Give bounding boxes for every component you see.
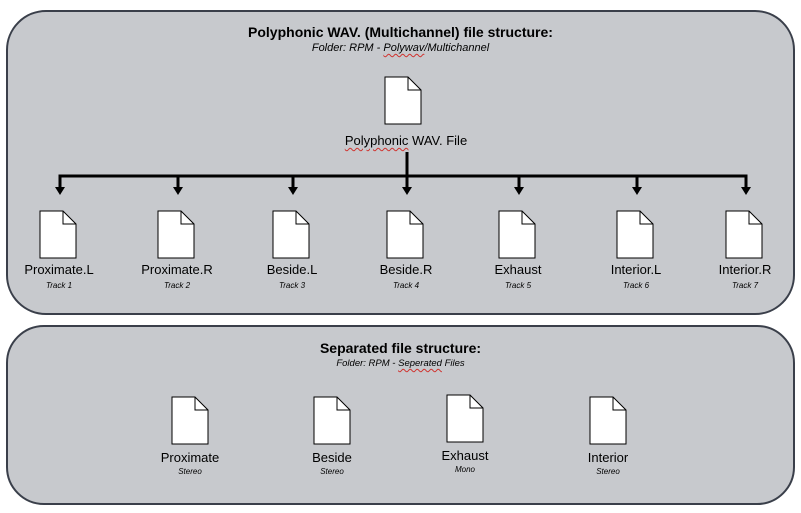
track-label: Proximate.R: [141, 262, 213, 277]
separated-file-channels: Mono: [454, 465, 476, 474]
separated-file-label: Interior: [587, 450, 629, 465]
separated-folder-name-b: Files: [441, 358, 465, 369]
separated-file-channels: Stereo: [178, 467, 202, 476]
track-label: Beside.L: [266, 262, 318, 277]
track-label: Interior.R: [718, 262, 772, 277]
separated-title: Separated file structure:: [319, 340, 482, 356]
track-label: Exhaust: [494, 262, 542, 277]
separated-file-channels: Stereo: [596, 467, 620, 476]
track-document-icon: [616, 210, 654, 259]
polyphonic-folder-name-a: Polywav: [383, 42, 425, 54]
polyphonic-folder-name-b: /Multichannel: [424, 42, 490, 54]
separated-folder-prefix: Folder: RPM -: [336, 358, 399, 369]
separated-folder-name-a: Seperated: [398, 358, 442, 369]
separated-structure-panel: Separated file structure: Folder: RPM - …: [6, 325, 795, 505]
root-file-label-b: WAV. File: [408, 133, 468, 148]
track-document-icon: [498, 210, 536, 259]
track-label: Proximate.L: [24, 262, 94, 277]
track-number: Track 3: [278, 281, 306, 290]
separated-file-label: Proximate: [160, 450, 220, 465]
track-number: Track 1: [45, 281, 73, 290]
track-document-icon: [386, 210, 424, 259]
track-document-icon: [39, 210, 77, 259]
track-number: Track 2: [163, 281, 191, 290]
root-file-label: Polyphonic WAV. File: [345, 133, 467, 148]
polyphonic-folder-prefix: Folder: RPM -: [311, 42, 384, 54]
track-document-icon: [725, 210, 763, 259]
separated-file-channels: Stereo: [320, 467, 344, 476]
separated-document-icon: [171, 396, 209, 445]
track-number: Track 7: [731, 281, 759, 290]
separated-folder-path: Folder: RPM - Seperated Files: [8, 358, 793, 369]
root-file-label-a: Polyphonic: [344, 133, 409, 148]
polyphonic-title: Polyphonic WAV. (Multichannel) file stru…: [248, 24, 553, 40]
track-document-icon: [272, 210, 310, 259]
separated-document-icon: [313, 396, 351, 445]
polyphonic-folder-path: Folder: RPM - Polywav/Multichannel: [8, 42, 793, 54]
track-number: Track 6: [622, 281, 650, 290]
track-number: Track 5: [504, 281, 532, 290]
track-label: Interior.L: [610, 262, 662, 277]
separated-document-icon: [589, 396, 627, 445]
separated-file-label: Exhaust: [441, 448, 489, 463]
track-document-icon: [157, 210, 195, 259]
track-number: Track 4: [392, 281, 420, 290]
separated-file-label: Beside: [312, 450, 352, 465]
separated-document-icon: [446, 394, 484, 443]
root-document-icon: [384, 76, 422, 125]
track-label: Beside.R: [379, 262, 433, 277]
polyphonic-structure-panel: Polyphonic WAV. (Multichannel) file stru…: [6, 10, 795, 315]
